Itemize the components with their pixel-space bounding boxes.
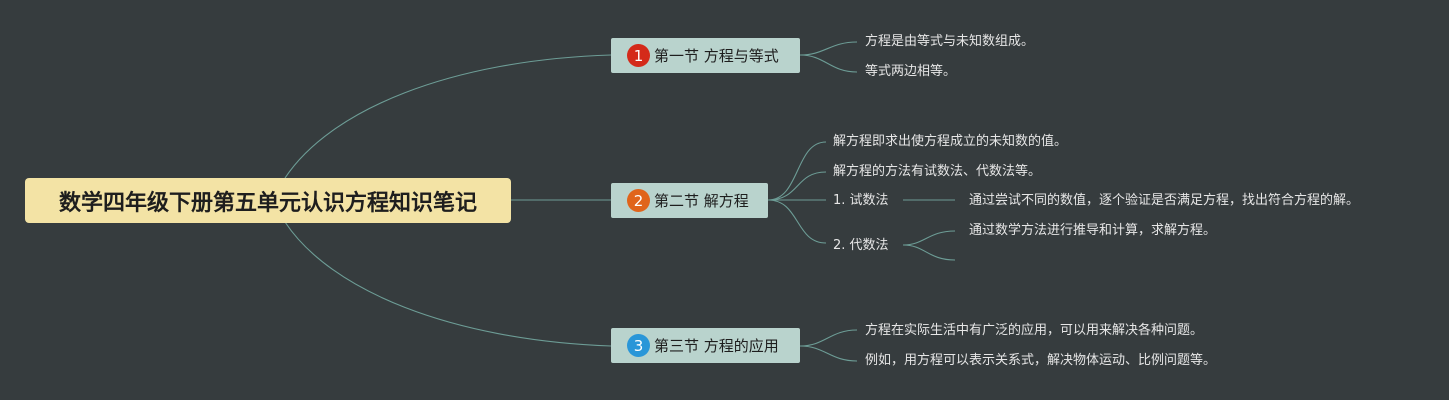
subtopic-method-2[interactable]: 2. 代数法 bbox=[833, 238, 889, 253]
connector-topic3-leaf1 bbox=[799, 329, 858, 347]
connector-method2-detail bbox=[902, 230, 956, 246]
subtopic-2-2[interactable]: 解方程的方法有试数法、代数法等。 bbox=[833, 164, 1042, 179]
connector-topic1-leaf2 bbox=[799, 54, 858, 73]
connector-topic3-leaf2 bbox=[799, 345, 858, 362]
topic-label: 第一节 方程与等式 bbox=[654, 47, 779, 65]
topic-label: 第二节 解方程 bbox=[654, 192, 749, 210]
number-badge-2: 2 bbox=[627, 189, 650, 212]
topic-label: 第三节 方程的应用 bbox=[654, 337, 779, 355]
connector-root-topic-1 bbox=[284, 54, 612, 179]
connector-topic1-leaf1 bbox=[799, 41, 858, 56]
method-1-detail[interactable]: 通过尝试不同的数值，逐个验证是否满足方程，找出符合方程的解。 bbox=[969, 193, 1360, 208]
connector-method2-branch bbox=[902, 244, 956, 261]
topic-section-2[interactable]: 2 第二节 解方程 bbox=[611, 183, 768, 218]
subtopic-1-2[interactable]: 等式两边相等。 bbox=[865, 64, 957, 79]
topic-section-3[interactable]: 3 第三节 方程的应用 bbox=[611, 328, 800, 363]
central-topic-label: 数学四年级下册第五单元认识方程知识笔记 bbox=[58, 190, 477, 216]
connector-topic2-method2 bbox=[767, 199, 827, 244]
number-badge-3: 3 bbox=[627, 334, 650, 357]
number-badge-1: 1 bbox=[627, 44, 650, 67]
connector-topic2-point1 bbox=[767, 141, 827, 201]
subtopic-method-1[interactable]: 1. 试数法 bbox=[833, 193, 889, 208]
topic-section-1[interactable]: 1 第一节 方程与等式 bbox=[611, 38, 800, 73]
connector-topic2-point2 bbox=[767, 171, 827, 201]
method-2-detail[interactable]: 通过数学方法进行推导和计算，求解方程。 bbox=[969, 223, 1217, 238]
subtopic-1-1[interactable]: 方程是由等式与未知数组成。 bbox=[865, 34, 1035, 49]
connector-root-topic-3 bbox=[284, 221, 612, 347]
subtopic-3-1[interactable]: 方程在实际生活中有广泛的应用，可以用来解决各种问题。 bbox=[865, 323, 1204, 338]
subtopic-2-1[interactable]: 解方程即求出使方程成立的未知数的值。 bbox=[833, 134, 1068, 149]
central-topic[interactable]: 数学四年级下册第五单元认识方程知识笔记 bbox=[25, 178, 511, 223]
subtopic-3-2[interactable]: 例如，用方程可以表示关系式，解决物体运动、比例问题等。 bbox=[865, 353, 1217, 368]
